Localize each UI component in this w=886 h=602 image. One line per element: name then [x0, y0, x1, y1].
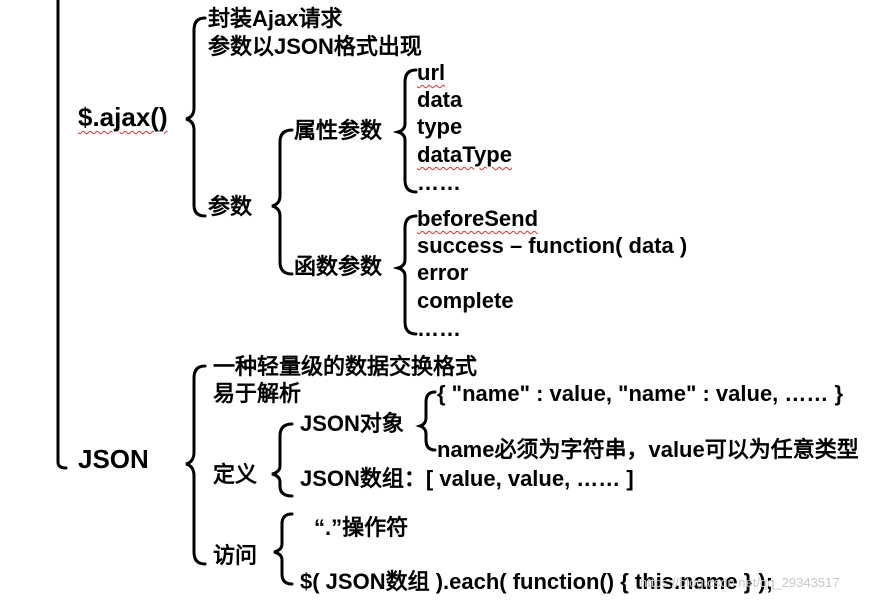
json-array-definition: JSON数组：[ value, value, …… ] — [300, 466, 634, 491]
define-label: 定义 — [213, 462, 258, 487]
attr-param-datatype: dataType — [417, 142, 512, 167]
json-object-label: JSON对象 — [300, 411, 404, 436]
main-trunk-line — [56, 0, 68, 470]
func-param-beforesend: beforeSend — [417, 206, 539, 231]
json-object-syntax: { "name" : value, "name" : value, …… } — [437, 381, 844, 406]
json-desc-2: 易于解析 — [213, 381, 302, 406]
func-param-more: …… — [417, 316, 461, 341]
attr-param-url: url — [417, 60, 446, 85]
attr-param-more: …… — [417, 170, 461, 195]
func-param-complete: complete — [417, 288, 514, 313]
params-label: 参数 — [208, 194, 253, 219]
func-params-brace — [392, 214, 418, 336]
func-params-label: 函数参数 — [294, 254, 383, 279]
ajax-root-label: $.ajax() — [78, 104, 168, 130]
ajax-desc-2: 参数以JSON格式出现 — [208, 34, 422, 59]
json-object-note: name必须为字符串，value可以为任意类型 — [437, 437, 859, 462]
func-param-success: success – function( data ) — [417, 233, 688, 258]
object-brace — [415, 390, 437, 452]
access-each-code: $( JSON数组 ).each( function() { this.name… — [300, 569, 774, 594]
ajax-root-text: $.ajax() — [78, 102, 168, 132]
json-desc-1: 一种轻量级的数据交换格式 — [213, 354, 478, 379]
json-brace — [185, 364, 207, 566]
func-param-error: error — [417, 260, 469, 285]
define-brace — [271, 422, 294, 498]
access-dot-operator: “.”操作符 — [314, 515, 409, 540]
attr-params-brace — [392, 68, 418, 194]
json-root-label: JSON — [78, 444, 149, 474]
attr-params-label: 属性参数 — [294, 118, 383, 143]
ajax-desc-1: 封装Ajax请求 — [208, 6, 343, 31]
access-label: 访问 — [213, 543, 258, 568]
attr-param-type: type — [417, 114, 463, 139]
ajax-brace — [185, 16, 207, 218]
params-brace — [271, 128, 294, 276]
access-brace — [273, 512, 294, 586]
attr-param-data: data — [417, 87, 463, 112]
watermark: https://blog.csdn.net/qq_29343517 — [640, 575, 840, 590]
